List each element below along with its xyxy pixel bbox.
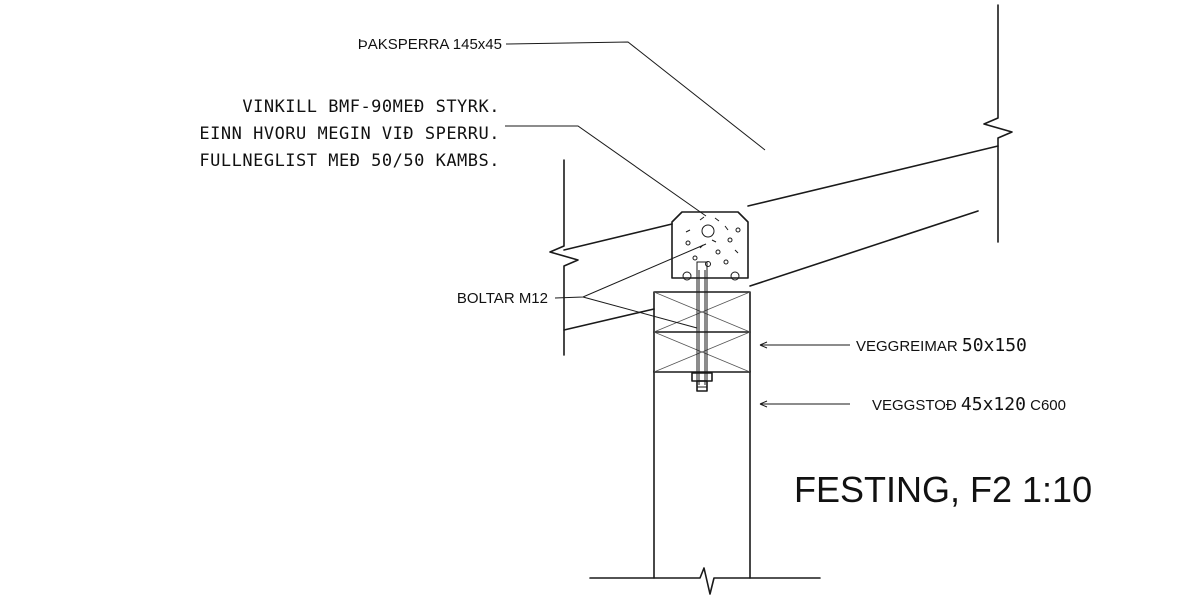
wall-plate-name: VEGGREIMAR bbox=[856, 338, 958, 355]
bolts-label: BOLTAR M12 bbox=[457, 290, 548, 307]
stud-size: 45x120 bbox=[961, 394, 1026, 415]
bolt bbox=[691, 261, 713, 392]
stud-spacing: C600 bbox=[1030, 397, 1066, 414]
detail-title: FESTING, F2 1:10 bbox=[794, 469, 1092, 510]
bottom-break-line bbox=[589, 567, 821, 595]
stud-label: VEGGSTOÐ 45x120 C600 bbox=[872, 394, 1066, 415]
rafter-label: ÞAKSPERRA 145x45 bbox=[358, 36, 502, 53]
angle-label-line3: FULLNEGLIST MEÐ 50/50 KAMBS. bbox=[199, 151, 500, 171]
angle-bracket bbox=[671, 211, 749, 281]
wall-plate-size: 50x150 bbox=[962, 335, 1027, 356]
wall-plates bbox=[653, 291, 751, 373]
stud-name: VEGGSTOÐ bbox=[872, 397, 957, 414]
leader-lines bbox=[505, 41, 850, 408]
wall-stud bbox=[653, 370, 751, 579]
angle-label-line1: VINKILL BMF-90MEÐ STYRK. bbox=[242, 97, 500, 117]
rafter bbox=[549, 4, 1013, 356]
angle-label-line2: EINN HVORU MEGIN VIÐ SPERRU. bbox=[199, 124, 500, 144]
wall-plate-label: VEGGREIMAR 50x150 bbox=[856, 335, 1027, 356]
